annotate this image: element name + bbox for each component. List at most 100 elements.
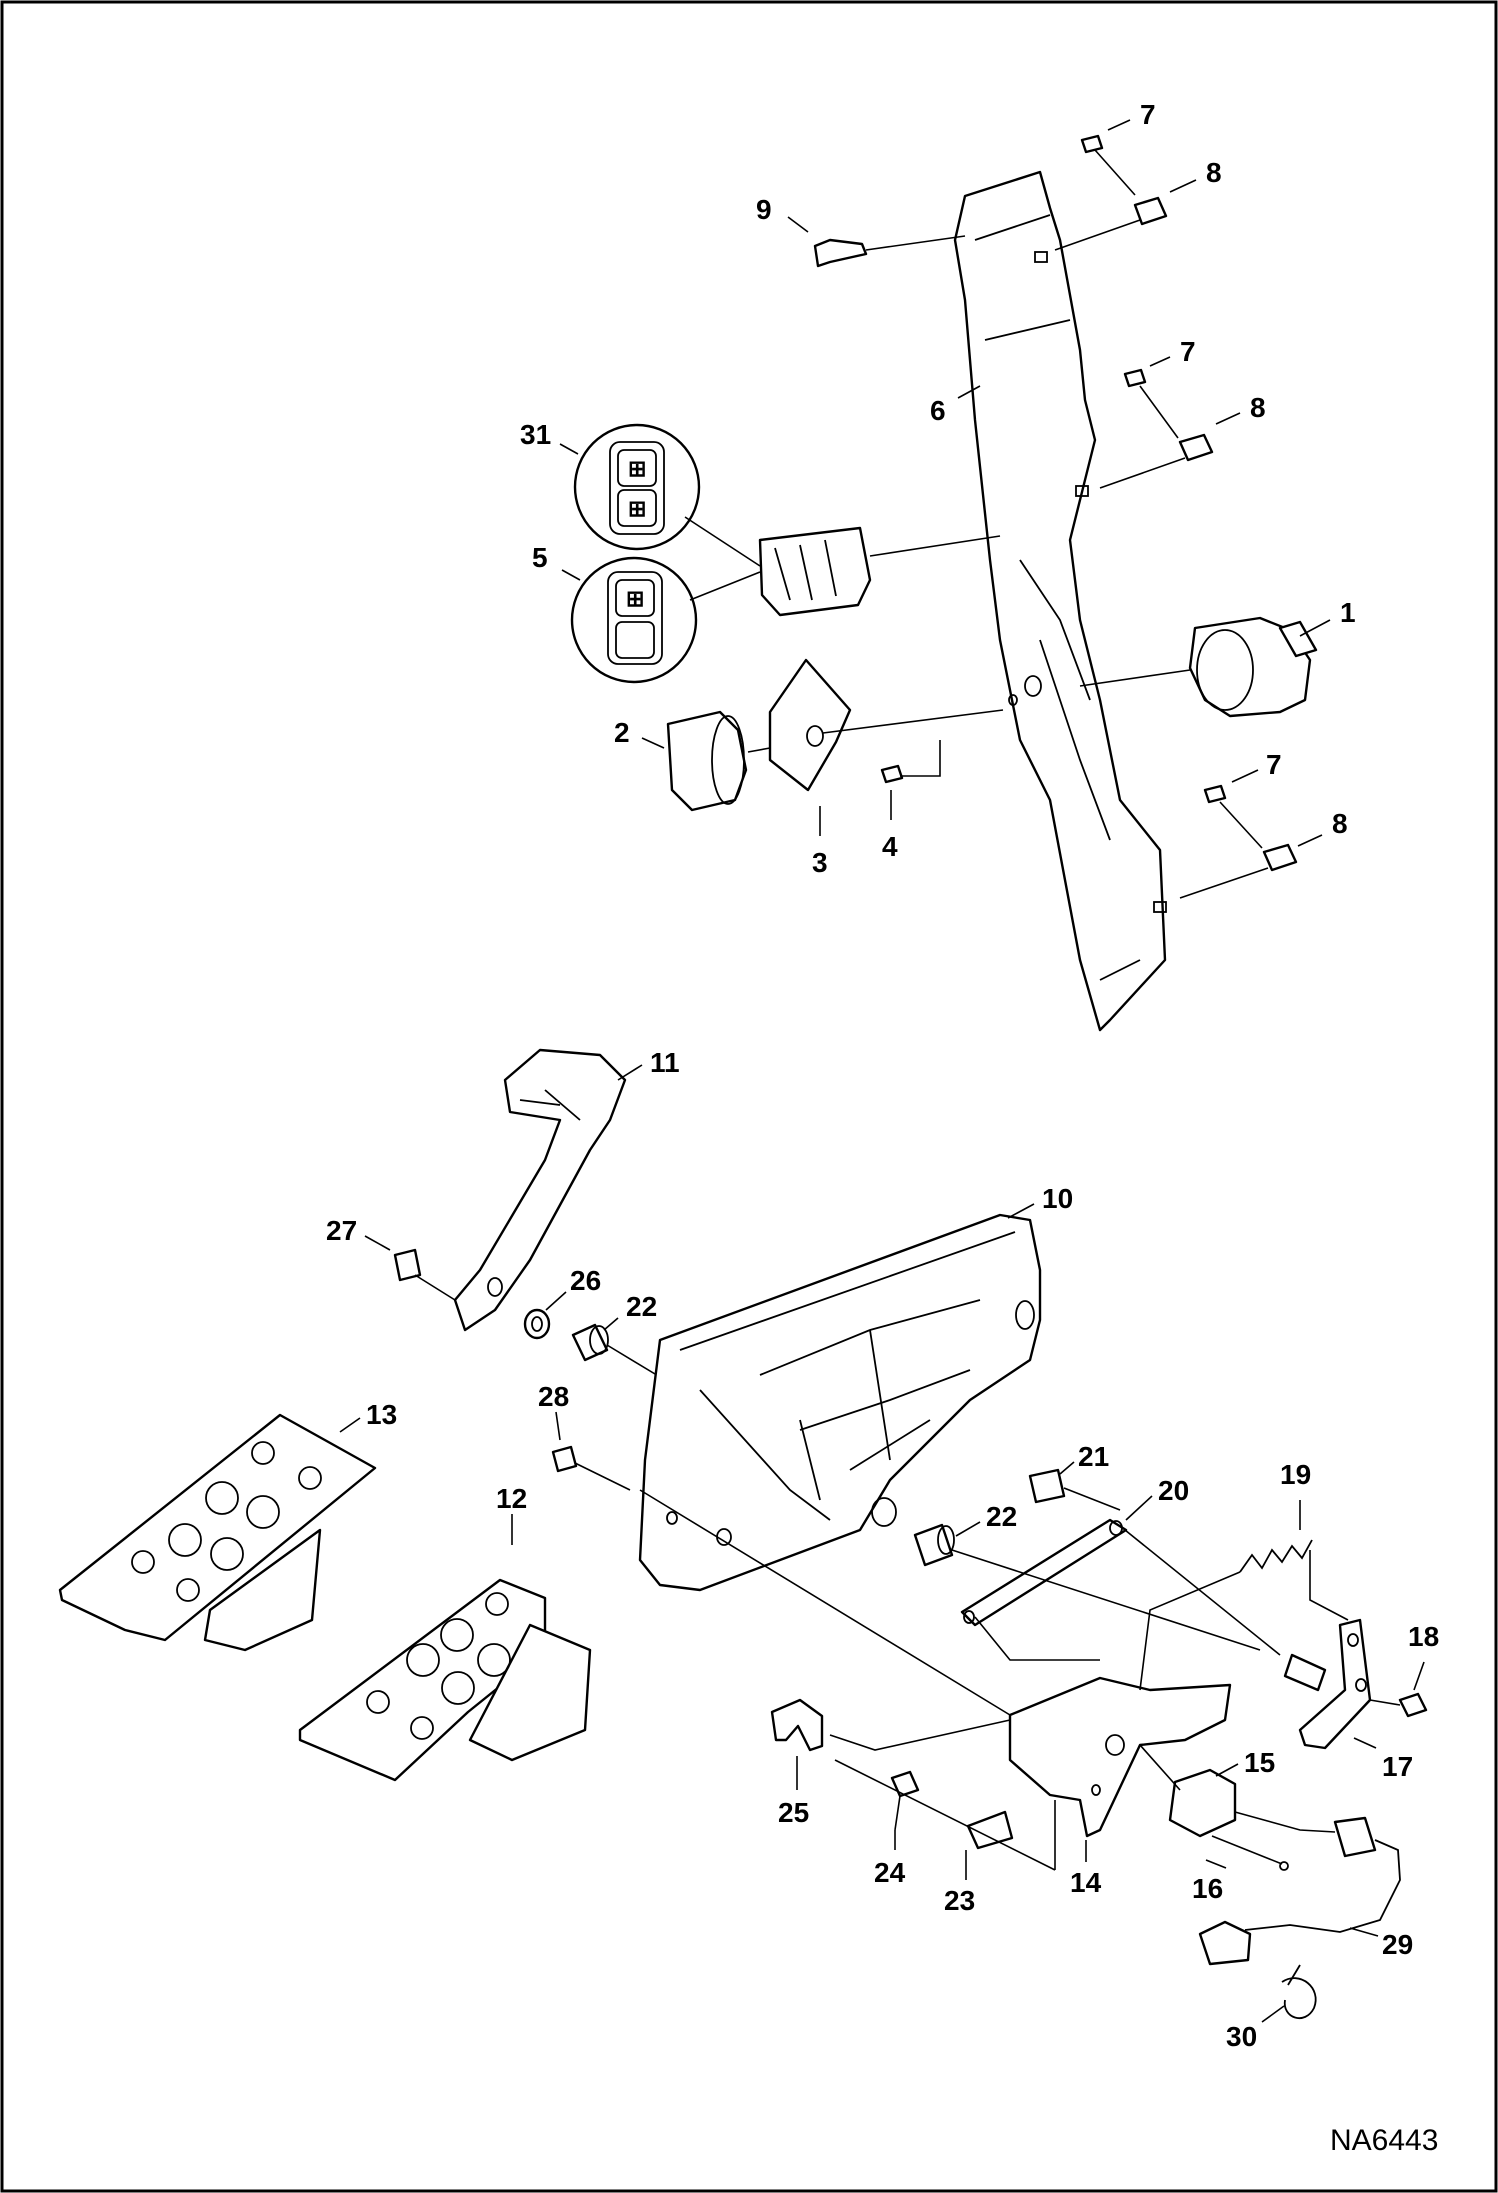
callout-2: 2 xyxy=(614,717,665,749)
svg-text:18: 18 xyxy=(1408,1621,1439,1652)
callout-17: 17 xyxy=(1353,1737,1413,1782)
bushing-part-upper xyxy=(571,1323,661,1378)
callout-8-lower: 8 xyxy=(1297,808,1348,847)
svg-text:23: 23 xyxy=(944,1885,975,1916)
callout-28: 28 xyxy=(538,1381,569,1441)
console-panel-part xyxy=(953,170,1167,1032)
svg-text:30: 30 xyxy=(1226,2021,1257,2052)
pivot-pin-part xyxy=(1028,1468,1121,1511)
retaining-ring-part xyxy=(523,1308,551,1340)
svg-text:⊞: ⊞ xyxy=(626,586,644,611)
svg-text:29: 29 xyxy=(1382,1929,1413,1960)
foot-pedal-part-13 xyxy=(58,1413,377,1652)
screw-part-top xyxy=(1080,134,1136,196)
position-sensor-part xyxy=(1079,616,1318,718)
callout-10: 10 xyxy=(1007,1183,1073,1219)
callout-8-top: 8 xyxy=(1169,157,1222,193)
svg-text:5: 5 xyxy=(532,542,548,573)
cable-tie-part xyxy=(1281,1964,1317,2020)
svg-text:28: 28 xyxy=(538,1381,569,1412)
svg-text:22: 22 xyxy=(986,1501,1017,1532)
lock-nut-part xyxy=(1398,1692,1428,1718)
svg-text:7: 7 xyxy=(1180,336,1196,367)
callout-13: 13 xyxy=(339,1399,397,1433)
svg-text:8: 8 xyxy=(1332,808,1348,839)
callout-22-upper: 22 xyxy=(603,1291,657,1331)
callout-1: 1 xyxy=(1299,597,1356,637)
callout-7-middle: 7 xyxy=(1149,336,1196,367)
svg-text:7: 7 xyxy=(1140,99,1156,130)
return-spring-part xyxy=(1239,1539,1349,1621)
svg-text:15: 15 xyxy=(1244,1747,1275,1778)
svg-text:7: 7 xyxy=(1266,749,1282,780)
callout-7-lower: 7 xyxy=(1231,749,1282,783)
svg-text:6: 6 xyxy=(930,395,946,426)
clip-nut-part-lower xyxy=(1179,843,1298,899)
callout-26: 26 xyxy=(545,1265,601,1311)
svg-text:13: 13 xyxy=(366,1399,397,1430)
wire-harness-part xyxy=(1198,1816,1401,1966)
callout-29: 29 xyxy=(1349,1927,1413,1960)
svg-text:2: 2 xyxy=(614,717,630,748)
svg-text:19: 19 xyxy=(1280,1459,1311,1490)
clamp-clip-part xyxy=(770,1698,824,1752)
svg-text:26: 26 xyxy=(570,1265,601,1296)
foot-pedal-part-12 xyxy=(298,1578,592,1782)
callout-11: 11 xyxy=(617,1047,680,1081)
pivot-link-part xyxy=(890,1770,920,1831)
svg-text:1: 1 xyxy=(1340,597,1356,628)
svg-text:⊞: ⊞ xyxy=(628,456,646,481)
knob-part xyxy=(666,710,771,812)
drawing-id: NA6443 xyxy=(1330,2124,1438,2157)
callout-4: 4 xyxy=(882,790,898,862)
svg-text:27: 27 xyxy=(326,1215,357,1246)
callout-18: 18 xyxy=(1408,1621,1439,1691)
gasket-plate-part xyxy=(768,658,1004,792)
screw-part-4 xyxy=(880,740,941,784)
callout-24: 24 xyxy=(874,1830,906,1888)
svg-text:4: 4 xyxy=(882,831,898,862)
push-pin-part xyxy=(813,235,966,268)
svg-text:16: 16 xyxy=(1192,1873,1223,1904)
plug-part xyxy=(393,1248,456,1301)
svg-text:20: 20 xyxy=(1158,1475,1189,1506)
rocker-switch-part xyxy=(758,526,1001,617)
callout-14: 14 xyxy=(1070,1840,1102,1898)
callout-3: 3 xyxy=(812,806,828,878)
screw-part-lower xyxy=(1203,784,1263,849)
svg-text:21: 21 xyxy=(1078,1441,1109,1472)
svg-text:11: 11 xyxy=(650,1047,680,1078)
dual-switch-detail: ⊞ ⊞ xyxy=(573,423,701,551)
clip-nut-part-top xyxy=(1054,196,1168,251)
cam-part xyxy=(966,1810,1014,1850)
screw-part-middle xyxy=(1123,368,1179,439)
svg-text:10: 10 xyxy=(1042,1183,1073,1214)
screw-part-28 xyxy=(551,1445,631,1491)
pedal-arm-part xyxy=(453,1048,627,1332)
callout-15: 15 xyxy=(1215,1747,1275,1778)
svg-text:17: 17 xyxy=(1382,1751,1413,1782)
svg-text:8: 8 xyxy=(1206,157,1222,188)
callout-25: 25 xyxy=(778,1756,809,1828)
svg-text:12: 12 xyxy=(496,1483,527,1514)
svg-text:24: 24 xyxy=(874,1857,906,1888)
svg-text:31: 31 xyxy=(520,419,551,450)
pedal-sensor-part xyxy=(1168,1768,1336,1838)
svg-text:8: 8 xyxy=(1250,392,1266,423)
callout-6: 6 xyxy=(930,385,981,426)
clip-nut-part-middle xyxy=(1099,433,1214,489)
callout-8-middle: 8 xyxy=(1215,392,1266,425)
svg-text:25: 25 xyxy=(778,1797,809,1828)
svg-text:9: 9 xyxy=(756,194,772,225)
bushing-part-lower xyxy=(913,1523,955,1567)
svg-text:14: 14 xyxy=(1070,1867,1102,1898)
callout-31: 31 xyxy=(520,419,579,455)
single-switch-detail: ⊞ xyxy=(570,556,698,684)
link-rod-part xyxy=(960,1518,1128,1627)
callout-7-top: 7 xyxy=(1107,99,1156,131)
callout-20: 20 xyxy=(1125,1475,1189,1521)
callout-19: 19 xyxy=(1280,1459,1311,1530)
long-screw-part xyxy=(1211,1835,1289,1871)
